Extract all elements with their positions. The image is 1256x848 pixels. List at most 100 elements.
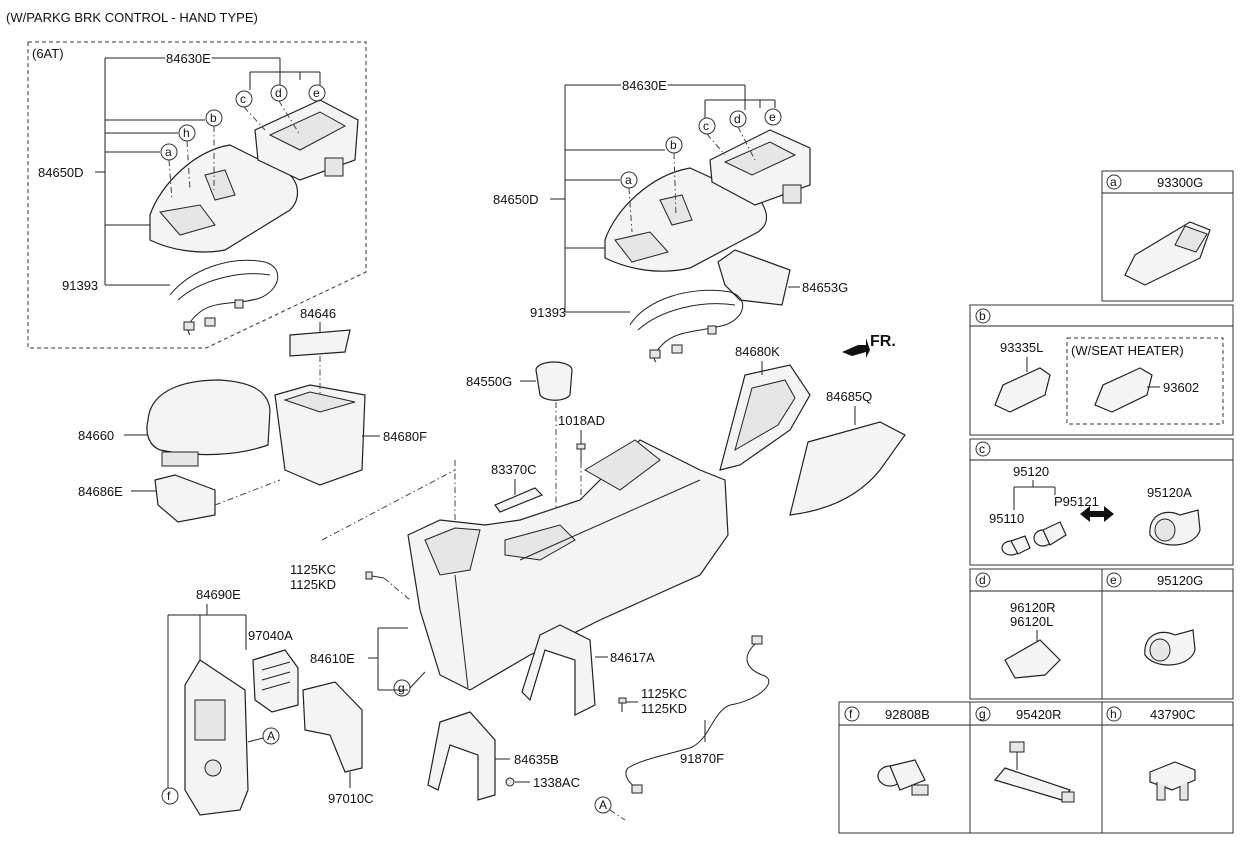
label-84617A: 84617A: [610, 650, 655, 665]
switch-93602: [1094, 367, 1153, 413]
label-84650D: 84650D: [493, 192, 539, 207]
label-84680K: 84680K: [735, 344, 780, 359]
callout-g: g: [393, 679, 411, 697]
bracket-84686E: [154, 474, 216, 523]
side-panel-84680K: [719, 364, 811, 471]
label-84550G: 84550G: [466, 374, 512, 389]
callout-d: d: [729, 110, 747, 128]
legend-part-a: 93300G: [1157, 175, 1203, 190]
callout-A-left: A: [262, 727, 280, 745]
front-direction-label: FR.: [870, 333, 896, 350]
label-91393: 91393: [530, 305, 566, 320]
callout-b-6at: b: [205, 109, 223, 127]
wiring-harness: [629, 289, 743, 363]
legend-cell-e: [1101, 568, 1234, 700]
legend-cell-b: [969, 304, 1234, 436]
svg-text:e: e: [769, 110, 776, 124]
storage-tray-84653G: [717, 249, 791, 306]
svg-text:d: d: [979, 573, 986, 587]
svg-text:a: a: [625, 173, 632, 187]
label-91870F: 91870F: [680, 751, 724, 766]
socket-95110: [1001, 535, 1031, 556]
switch-93335L: [994, 367, 1051, 413]
legend-letter-b: b: [975, 308, 991, 324]
callout-a-6at: a: [160, 143, 178, 161]
legend-cell-c: [969, 438, 1234, 566]
duct-97010C: [302, 681, 363, 773]
label-84660: 84660: [78, 428, 114, 443]
svg-text:b: b: [670, 138, 677, 152]
label-1125KD-right: 1125KD: [641, 701, 687, 716]
cup-holder-84550G: [535, 361, 573, 401]
label-84685Q: 84685Q: [826, 389, 872, 404]
label-84635B: 84635B: [514, 752, 559, 767]
label-84653G: 84653G: [802, 280, 848, 295]
svg-text:d: d: [734, 112, 741, 126]
legend-part-f: 92808B: [885, 707, 930, 722]
label-84610E: 84610E: [310, 651, 355, 666]
svg-text:c: c: [979, 442, 985, 456]
seat-heater-option-box: [1066, 337, 1224, 425]
legend-letter-h: h: [1106, 706, 1122, 722]
callout-c-6at: c: [235, 90, 253, 108]
wire-95420R: [993, 741, 1075, 803]
svg-text:c: c: [703, 119, 709, 133]
legend-letter-f: f: [844, 706, 860, 722]
label-97040A: 97040A: [248, 628, 293, 643]
svg-text:f: f: [849, 707, 853, 721]
bolt-1125KC-left: [365, 571, 385, 580]
svg-text:e: e: [1110, 573, 1117, 587]
bracket-tray-6at: [254, 99, 359, 181]
legend-letter-a: a: [1106, 174, 1122, 190]
callout-b: b: [665, 136, 683, 154]
label-1338AC: 1338AC: [533, 775, 580, 790]
legend-letter-g: g: [975, 706, 991, 722]
bracket-84635B: [427, 711, 496, 801]
clip-43790C: [1149, 761, 1196, 801]
label-1125KC-left: 1125KC: [290, 562, 336, 577]
label-84686E: 84686E: [78, 484, 123, 499]
legend-letter-e: e: [1106, 572, 1122, 588]
svg-text:e: e: [313, 86, 320, 100]
legend-c-alt: 95120A: [1147, 485, 1192, 500]
legend-part-g: 95420R: [1016, 707, 1062, 722]
diagram-title: (W/PARKG BRK CONTROL - HAND TYPE): [6, 10, 258, 25]
label-84680F: 84680F: [383, 429, 427, 444]
console-upper-cover-6at: [149, 144, 299, 253]
legend-cell-a: [1101, 170, 1234, 302]
alternative-arrow-icon: [1080, 506, 1114, 522]
legend-c-group: 95120: [1013, 464, 1049, 479]
callout-a: a: [620, 171, 638, 189]
bolt-1018AD: [576, 443, 586, 462]
socket-95120G: [1144, 629, 1196, 666]
svg-text:c: c: [240, 92, 246, 106]
socket-95120A: [1149, 509, 1201, 546]
label-97010C: 97010C: [328, 791, 374, 806]
callout-d-6at: d: [270, 84, 288, 102]
svg-text:g: g: [398, 681, 405, 695]
label-83370C: 83370C: [491, 462, 537, 477]
nut-1338AC: [505, 777, 515, 787]
svg-text:d: d: [275, 86, 282, 100]
wiring-harness-91870F: [625, 635, 770, 794]
legend-cell-h: [1101, 701, 1234, 834]
socket-92808B: [877, 759, 929, 796]
svg-text:A: A: [599, 798, 607, 812]
callout-c: c: [698, 117, 716, 135]
bracket-tray: [709, 129, 811, 206]
svg-text:b: b: [979, 309, 986, 323]
bolt-1125KC-right: [618, 697, 627, 712]
callout-e-6at: e: [308, 84, 326, 102]
label-1125KC-right: 1125KC: [641, 686, 687, 701]
front-direction-arrow-icon: [842, 338, 870, 358]
wiring-harness-6at: [169, 259, 279, 336]
svg-text:h: h: [1110, 707, 1117, 721]
label-1018AD: 1018AD: [558, 413, 605, 428]
legend-part-h: 43790C: [1150, 707, 1196, 722]
svg-text:g: g: [979, 707, 986, 721]
label-84690E: 84690E: [196, 587, 241, 602]
legend-c-part1: 95110: [989, 511, 1024, 526]
callout-h-6at: h: [178, 124, 196, 142]
label-1125KD-left: 1125KD: [290, 577, 336, 592]
